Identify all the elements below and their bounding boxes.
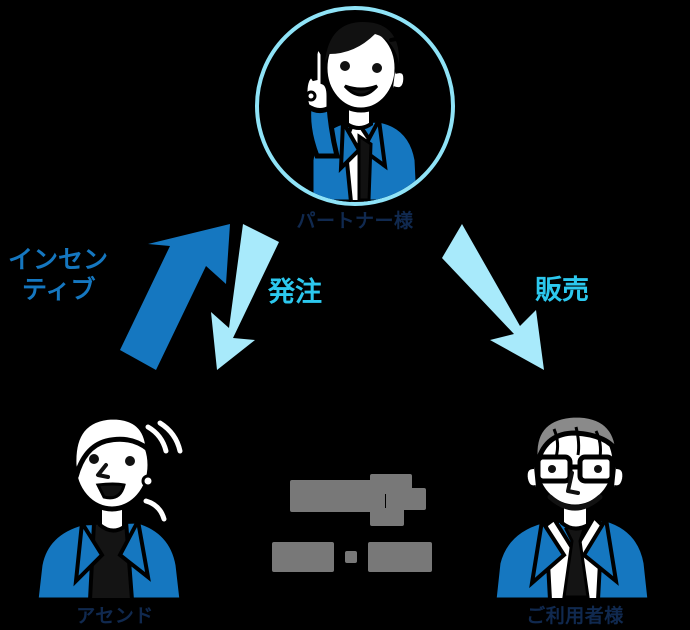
redacted-block: [386, 488, 426, 510]
node-label-partner: パートナー様: [296, 211, 414, 232]
arrow-order: [195, 222, 315, 372]
node-user: ご利用者様: [480, 405, 670, 630]
senior-businessman-glasses-avatar: [491, 412, 653, 603]
arrow-down-left-icon: [211, 224, 279, 370]
redacted-block: [368, 542, 432, 572]
arrow-label-incentive-line2: ティブ: [22, 275, 96, 304]
node-partner: パートナー様: [245, 0, 465, 235]
arrow-up-right-icon: [120, 224, 230, 370]
node-ascend: アセンド: [20, 405, 210, 630]
redacted-separator: [345, 551, 357, 563]
arrow-label-incentive-line1: インセン: [8, 246, 109, 274]
redacted-block: [272, 542, 334, 572]
person-pointing-up-avatar: [302, 22, 422, 202]
businesswoman-avatar: [33, 414, 185, 603]
node-label-ascend: アセンド: [76, 606, 154, 627]
arrow-label-incentive: インセン ティブ: [8, 246, 143, 305]
arrow-label-sales: 販売: [535, 275, 589, 305]
arrow-label-order: 発注: [268, 277, 322, 307]
arrow-sales: [440, 222, 565, 377]
arrow-incentive: [118, 222, 238, 372]
arrow-down-right-icon: [442, 224, 544, 370]
partner-avatar: [255, 6, 455, 206]
user-avatar: [480, 405, 670, 603]
ascend-avatar: [20, 405, 210, 603]
node-label-user: ご利用者様: [526, 606, 624, 627]
redacted-block: [290, 480, 385, 512]
center-redacted-note: [270, 470, 435, 580]
redacted-block: [370, 508, 404, 526]
